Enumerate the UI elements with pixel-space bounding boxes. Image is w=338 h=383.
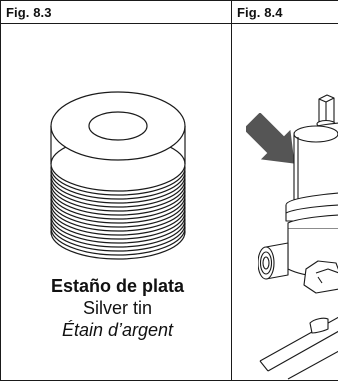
figure-panel-8-4: Fig. 8.4 [231,0,338,381]
panel-divider [232,23,338,24]
caption-spanish: Estaño de plata [50,276,185,296]
figure-label: Fig. 8.4 [237,5,283,20]
figure-panel-8-3: Fig. 8.3 [0,0,233,381]
valve-assembly-icon [258,94,338,380]
tin-spool-icon [50,91,186,260]
caption-english: Silver tin [82,298,153,318]
caption-french: Étain d’argent [61,320,174,340]
panel-divider [1,23,232,24]
figure-label: Fig. 8.3 [6,5,52,20]
